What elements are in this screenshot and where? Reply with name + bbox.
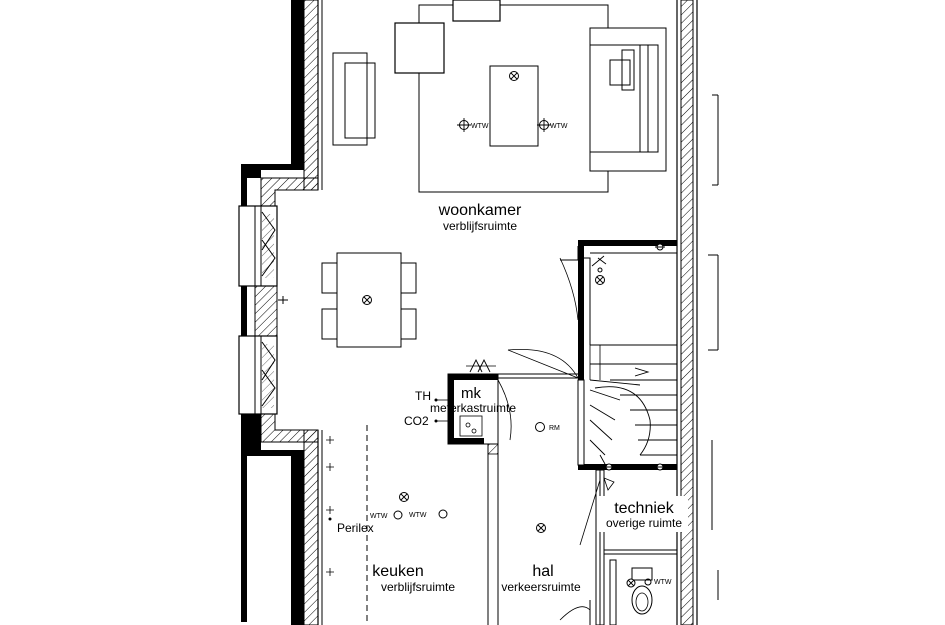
wtw-vent-icon	[644, 578, 652, 586]
techniek-walls	[559, 469, 677, 625]
meterkast-walls	[447, 358, 578, 625]
staircase	[507, 240, 677, 470]
wtw-vent-icon	[537, 118, 551, 132]
room-type-techniek: overige ruimte	[606, 516, 682, 530]
wtw-label: WTW	[654, 579, 672, 586]
light-icon	[362, 295, 372, 305]
light-icon	[536, 523, 546, 533]
switch-icon	[591, 255, 607, 273]
wtw-vent-icon	[393, 510, 403, 520]
wtw-vent-icon	[457, 118, 471, 132]
wtw-label: WTW	[550, 123, 568, 130]
wtw-label: WTW	[409, 512, 427, 519]
room-name-mk: mk	[461, 385, 481, 402]
room-type-hal: verkeersruimte	[501, 580, 581, 594]
techniek-label-bg	[598, 496, 688, 532]
light-icon	[399, 492, 409, 502]
room-type-mk: meterkastruimte	[430, 401, 516, 415]
left-exterior-wall	[238, 0, 323, 625]
th-label: TH	[415, 389, 431, 403]
room-type-keuken: verblijfsruimte	[381, 580, 455, 594]
co2-label: CO2	[404, 414, 429, 428]
outlet-icon	[655, 463, 665, 471]
right-exterior-wall	[676, 0, 719, 625]
rm-label: RM	[549, 425, 560, 432]
outlet-icon	[604, 463, 614, 471]
living-room-furniture	[321, 0, 667, 348]
room-name-hal: hal	[532, 563, 553, 580]
light-icon	[626, 578, 636, 588]
perilex-label: Perilex	[337, 521, 374, 535]
ceiling-lights	[328, 71, 665, 588]
light-icon	[595, 275, 605, 285]
wtw-label: WTW	[471, 123, 489, 130]
room-type-woonkamer: verblijfsruimte	[443, 219, 517, 233]
outlet-icon	[655, 243, 665, 251]
wtw-label: WTW	[370, 513, 388, 520]
kitchen-counter	[326, 425, 368, 625]
smoke-detector-icon	[535, 422, 545, 432]
room-name-techniek: techniek	[614, 500, 675, 517]
room-name-woonkamer: woonkamer	[438, 202, 522, 219]
wtw-vent-icon	[438, 509, 448, 519]
light-icon	[509, 71, 519, 81]
room-name-keuken: keuken	[372, 563, 424, 580]
